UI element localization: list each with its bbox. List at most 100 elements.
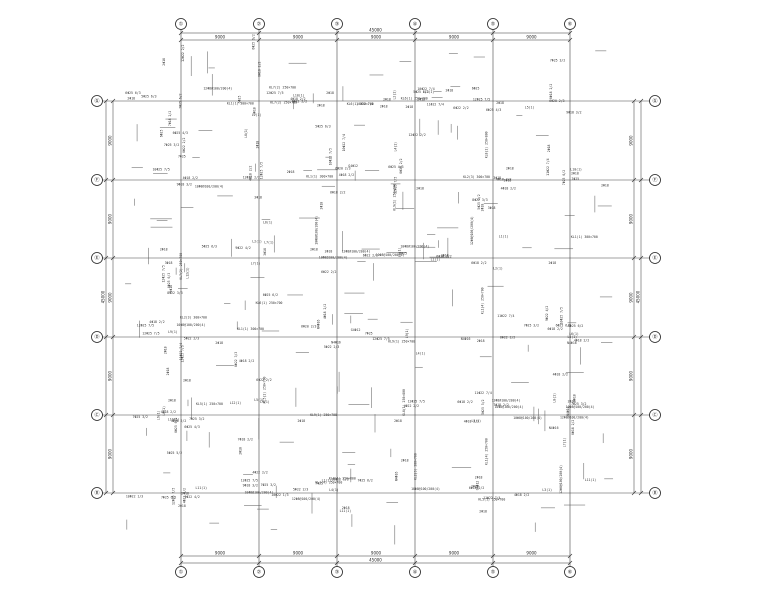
beam-annotation: 7Φ25 3/2: [550, 59, 565, 63]
axis-label: Ⓒ: [652, 411, 657, 418]
beam-annotation: 2Φ18: [401, 459, 409, 463]
beam-annotation: L8(1): [552, 393, 556, 403]
beam-annotation: 4Φ18 2/2: [339, 173, 354, 177]
dim-tick: [334, 30, 340, 36]
beam-annotation: L9(1): [168, 330, 178, 334]
beam-annotation: 6Φ25 6/2: [252, 34, 256, 49]
axis-label: ①: [179, 21, 184, 27]
beam-annotation: KL1(1) 300×700: [227, 102, 254, 106]
beam-annotation: 4Φ18 2/2: [171, 419, 186, 423]
dim-tick: [103, 334, 109, 340]
beam-annotation: L5(1): [568, 335, 578, 339]
axis-label: ⑤: [491, 569, 495, 575]
beam-annotation: 7Φ18 2/2: [493, 403, 508, 407]
beam-annotation: L9(1): [260, 400, 270, 404]
axis-label: Ⓑ: [652, 489, 657, 496]
beam-annotation: KL1(1) 300×700: [237, 327, 264, 331]
axis-label: ⑤: [491, 21, 495, 27]
beam-annotation: KL1(1) 300×700: [306, 175, 333, 179]
beam-annotation: 10Φ8@100/200(4): [177, 323, 206, 327]
beam-annotation: 2Φ18: [416, 187, 424, 191]
span-dim-text: 9000: [293, 551, 304, 556]
beam-annotation: N4Φ16: [566, 406, 570, 416]
beam-annotation: L7(1): [562, 438, 566, 448]
dim-tick: [567, 553, 573, 559]
beam-annotation: L1(1): [322, 479, 332, 483]
beam-annotation: 2Φ18: [181, 492, 189, 496]
axis-label: ③: [335, 21, 339, 27]
beam-annotation: 2Φ18: [298, 419, 306, 423]
beam-annotation: L3(1): [398, 248, 402, 258]
beam-annotation: 6Φ25 6/3: [125, 91, 140, 95]
beam-annotation: 2Φ18: [547, 144, 551, 152]
beam-annotation: 2Φ18: [481, 204, 485, 212]
beam-annotation: 12Φ25 7/5: [181, 345, 185, 362]
beam-annotation: L3(1): [542, 488, 552, 492]
axis-label: Ⓕ: [652, 176, 657, 183]
beam-annotation: 7Φ25: [178, 154, 186, 158]
beam-annotation: 10Φ8@100/200(4): [195, 184, 224, 188]
beam-annotation: KL6(1) 250×700: [401, 97, 428, 101]
beam-annotation: 5Φ25 6/3: [202, 244, 217, 248]
dim-tick: [178, 30, 184, 36]
span-dim-text: 9000: [293, 35, 304, 40]
bottom-axis-bubble: ④: [409, 566, 421, 578]
beam-annotation: L12(1): [186, 267, 190, 279]
span-dim-text: 9000: [108, 135, 113, 146]
beam-annotation: 7Φ18 2/2: [238, 437, 253, 441]
total-dim-text: 45000: [636, 290, 641, 303]
dim-tick: [256, 37, 262, 43]
beam-annotation: 6Φ25: [160, 130, 164, 138]
beam-annotation: L1(1): [499, 235, 509, 239]
dim-tick: [412, 37, 418, 43]
beam-annotation: KL2(3) 300×700: [413, 453, 417, 480]
beam-annotation: KL1(4) 250×700: [481, 287, 485, 314]
dim-tick: [567, 37, 573, 43]
left-axis-bubble: Ⓒ: [91, 409, 103, 421]
top-axis-bubble: ⑥: [564, 18, 576, 30]
dim-tick: [412, 553, 418, 559]
beam-annotation: N4Φ16: [317, 320, 321, 330]
beam-annotation: 2Φ18: [325, 250, 333, 254]
span-dim-text: 9000: [526, 551, 537, 556]
beam-annotation: 6Φ22 2/2: [256, 378, 271, 382]
right-axis-bubble: Ⓓ: [649, 331, 661, 343]
top-axis-bubble: ④: [409, 18, 421, 30]
beam-annotation: 10Φ8@100/200(4): [495, 405, 524, 409]
bottom-axis-bubble: ③: [331, 566, 343, 578]
beam-annotation: 12Φ8@100/200(4): [492, 399, 521, 403]
beam-annotation: L11(1): [585, 478, 597, 482]
axis-gridlines: [102, 29, 650, 567]
beam-annotation: L11(1): [340, 509, 352, 513]
beam-annotation: 2Φ18: [394, 419, 402, 423]
beam-annotation: KL2(3) 300×700: [463, 175, 490, 179]
beam-annotation: 7Φ25 3/2: [189, 417, 204, 421]
beam-annotation: 11Φ22 7/4: [427, 102, 444, 106]
beam-annotation: 6Φ18 2/2: [436, 255, 451, 259]
beam-annotation: 6Φ18 2/2: [457, 400, 472, 404]
dim-tick: [178, 553, 184, 559]
beam-annotation: 3Φ18: [165, 261, 173, 265]
dim-tick: [638, 177, 644, 183]
beam-annotation: 5Φ22 2/3: [324, 345, 339, 349]
beam-annotation: 2Φ18: [178, 504, 186, 508]
dim-tick: [490, 37, 496, 43]
beam-annotation: L4(1): [393, 142, 397, 152]
beam-annotation: 5Φ25 5/2: [167, 451, 182, 455]
beam-annotation: KL7(2) 250×700: [179, 253, 183, 280]
beam-annotation: 5Φ22 2/3: [184, 337, 199, 341]
beam-annotation: L7(1): [251, 262, 261, 266]
beam-annotation: 11Φ22 7/4: [483, 496, 500, 500]
beam-annotation: 12Φ8@100/200(4): [470, 216, 474, 245]
axis-label: ①: [179, 569, 184, 575]
span-dim-text: 9000: [371, 35, 382, 40]
beam-annotation: L12(1): [423, 90, 435, 94]
beam-annotation: 3Φ18: [493, 176, 501, 180]
beam-annotation: KL6(1) 250×700: [347, 102, 374, 106]
beam-annotation: 12Φ8@100/200(4): [292, 497, 321, 501]
beam-annotation: KL5(1) 250×700: [263, 376, 267, 403]
dim-tick: [567, 30, 573, 36]
beam-annotation: L12(1): [230, 401, 242, 405]
axis-label: Ⓑ: [94, 489, 99, 496]
dim-tick: [103, 412, 109, 418]
